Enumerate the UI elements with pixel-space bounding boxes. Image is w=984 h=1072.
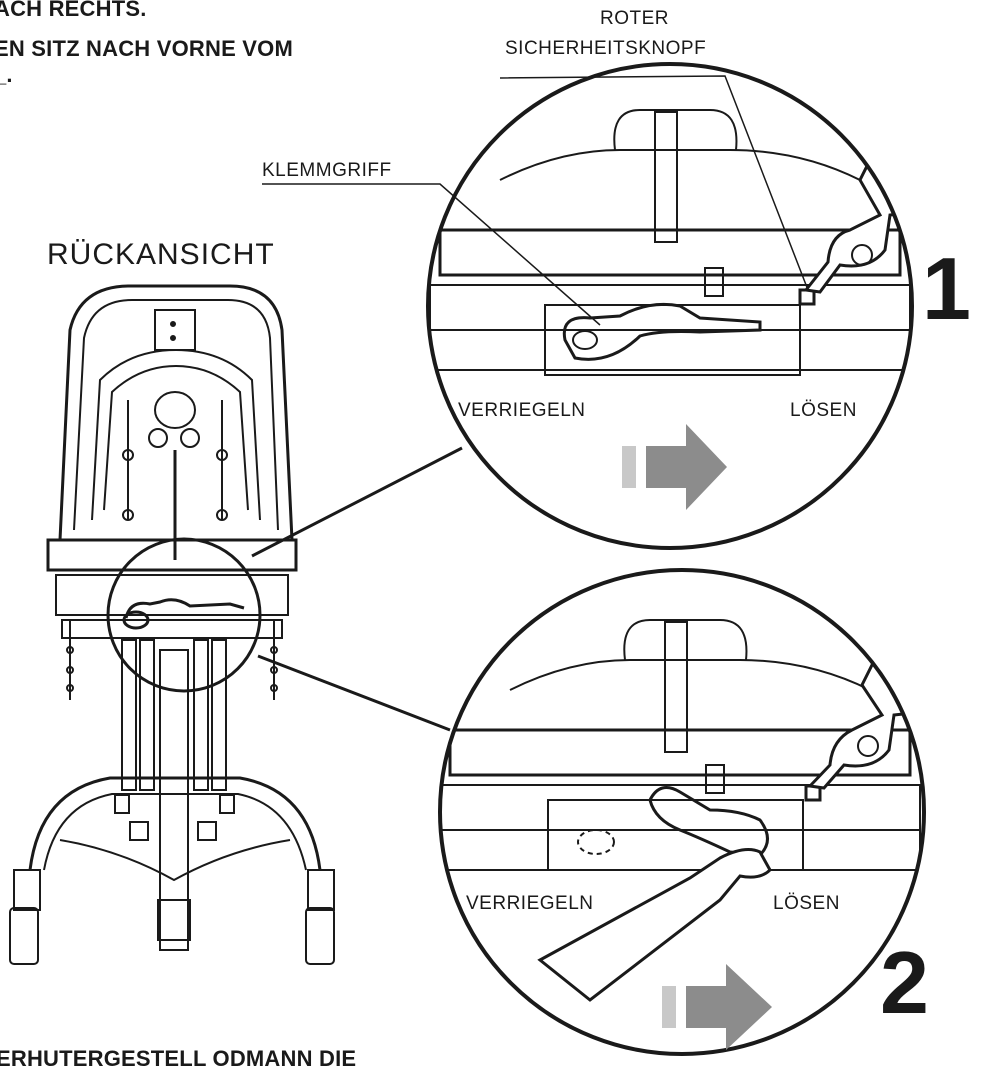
step-number-2: 2: [880, 933, 929, 1032]
instruction-line-2: EN SITZ NACH VORNE VOM: [0, 36, 293, 61]
label-clamp-grip: KLEMMGRIFF: [262, 160, 392, 181]
rear-view-chair: [9, 284, 335, 965]
leader-lines: [251, 446, 463, 732]
detail-circle-2: [438, 568, 926, 1056]
arrow-2-head: [686, 964, 772, 1050]
step-number-1: 1: [922, 239, 971, 338]
leader-clamp-grip: [262, 183, 601, 326]
instruction-line-3: _.: [0, 62, 13, 87]
detail-circle-small: [106, 537, 262, 693]
detail-circle-1: [426, 62, 914, 550]
label-release-1: LÖSEN: [790, 400, 857, 421]
arrow-1-head: [646, 424, 727, 510]
leader-red-button: [499, 75, 809, 291]
label-rear-view: RÜCKANSICHT: [47, 238, 275, 271]
arrow-1-tail-light: [622, 446, 636, 488]
arrow-2-tail-light: [662, 986, 676, 1028]
label-leaders: [262, 75, 809, 326]
label-red-button-line2: SICHERHEITSKNOPF: [505, 38, 707, 59]
label-release-2: LÖSEN: [773, 893, 840, 914]
instruction-line-1: ACH RECHTS.: [0, 0, 147, 21]
label-red-button-line1: ROTER: [600, 8, 669, 29]
label-lock-2: VERRIEGELN: [466, 893, 594, 914]
label-lock-1: VERRIEGELN: [458, 400, 586, 421]
head-block: [154, 309, 196, 351]
